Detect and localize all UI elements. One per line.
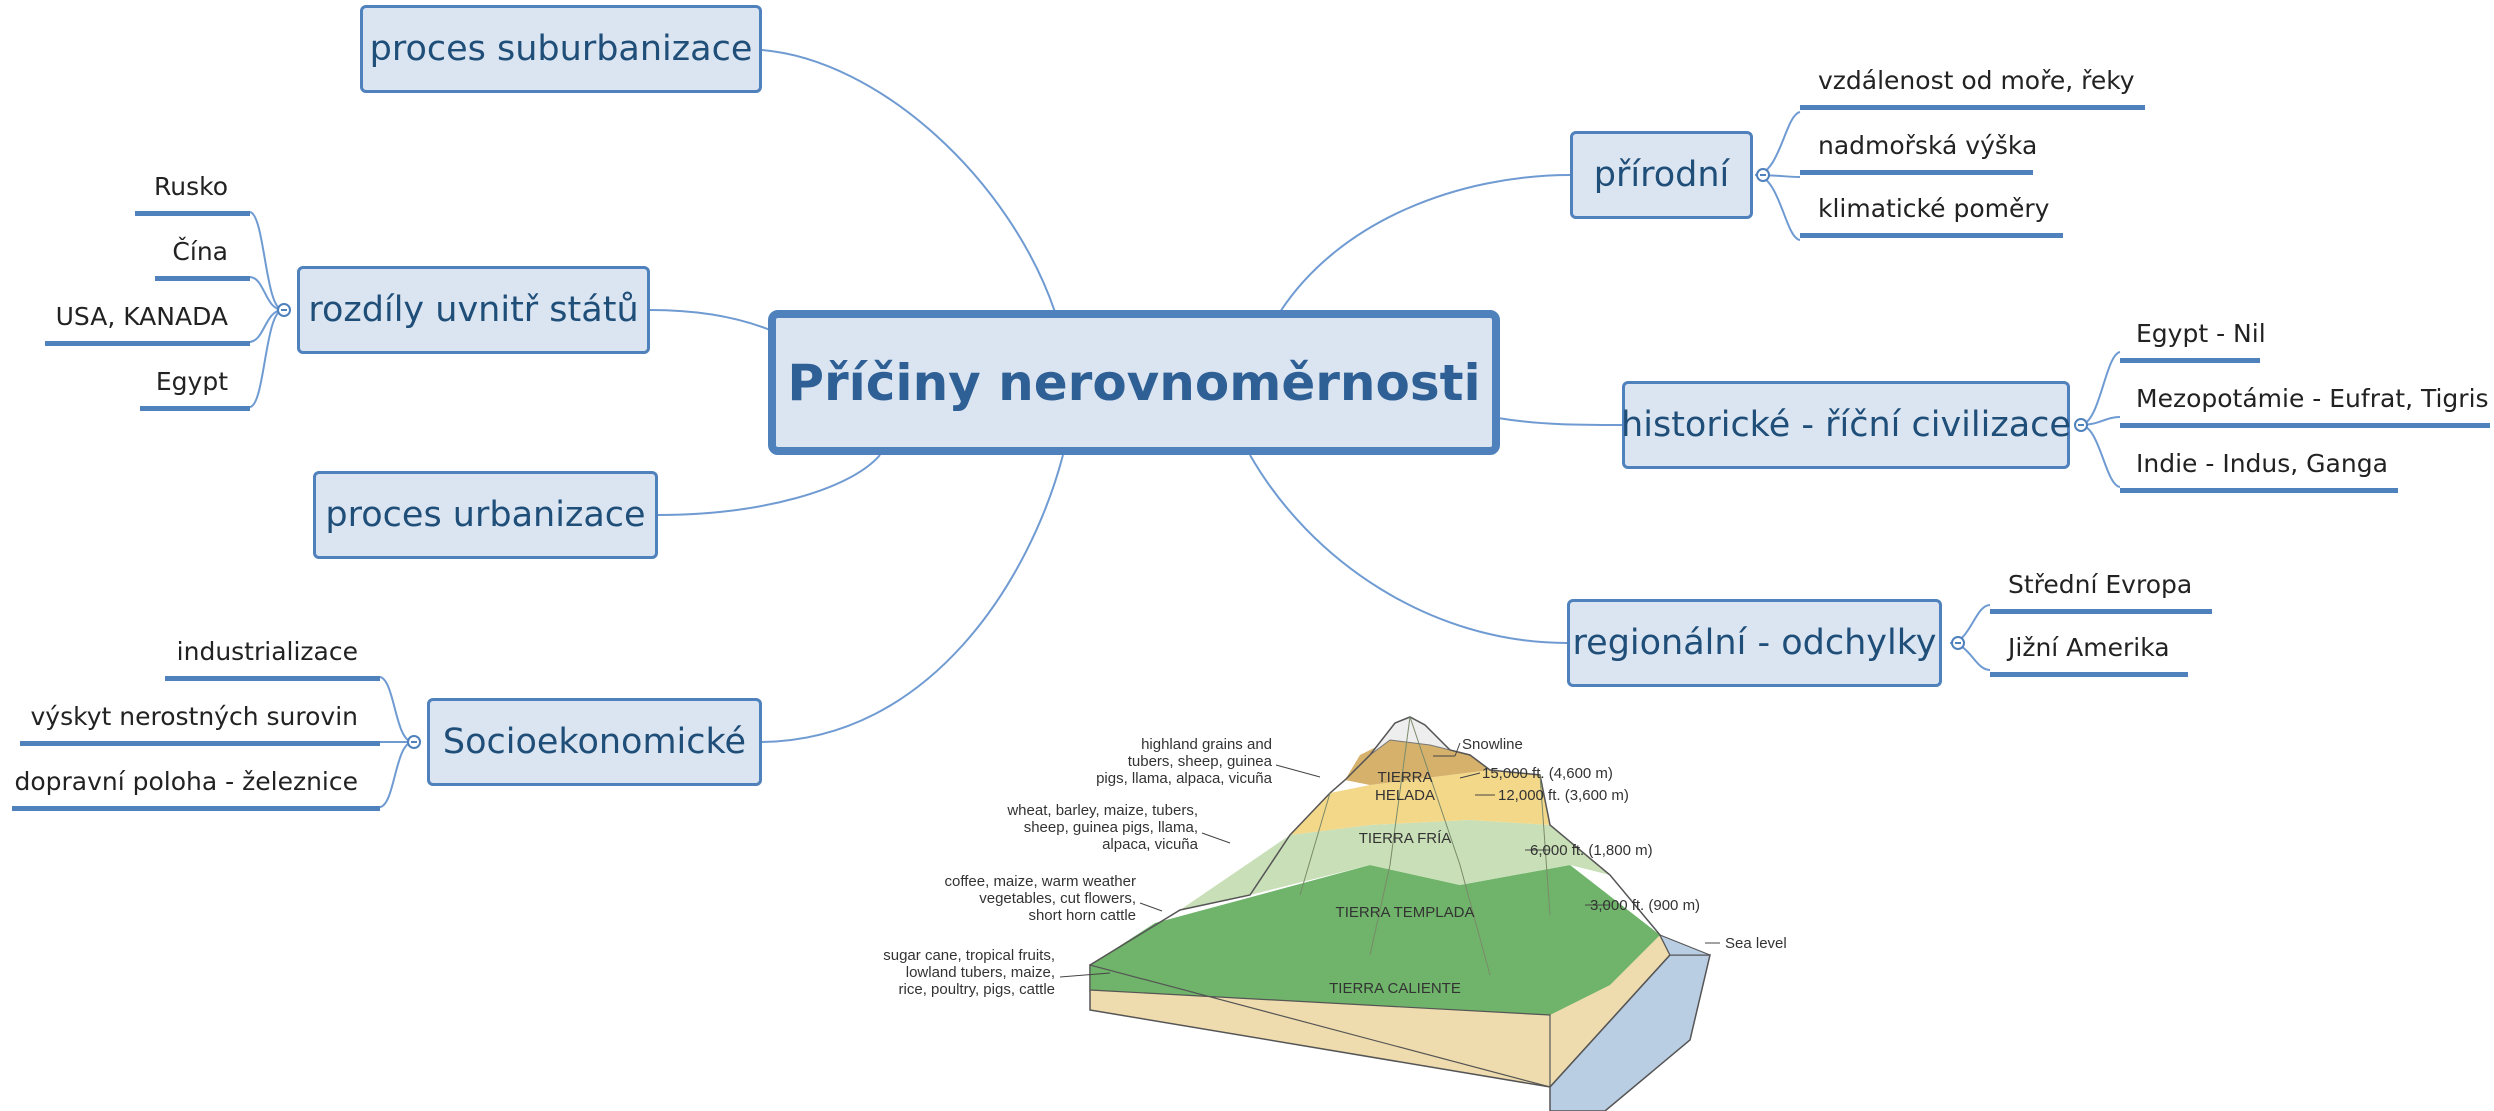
topic-regionalni[interactable]: regionální - odchylky	[1567, 599, 1942, 687]
subtopic-label: vzdálenost od moře, řeky	[1818, 66, 2135, 95]
crop-label: vegetables, cut flowers,	[979, 890, 1136, 907]
subtopic-label: Egypt - Nil	[2136, 319, 2266, 348]
subtopic-prirodni-2[interactable]: nadmořská výška	[1800, 131, 2037, 175]
subtopic-rozdily-2[interactable]: Čína	[155, 237, 250, 281]
subtopic-label: klimatické poměry	[1818, 194, 2050, 223]
subtopic-label: Čína	[172, 237, 228, 266]
elevation-label: Sea level	[1725, 935, 1787, 952]
elevation-label: 6,000 ft. (1,800 m)	[1530, 842, 1653, 859]
topic-suburbanizace[interactable]: proces suburbanizace	[360, 5, 762, 93]
subtopic-label: Egypt	[155, 367, 228, 396]
topic-label: přírodní	[1593, 155, 1730, 195]
topic-label: rozdíly uvnitř států	[308, 290, 639, 330]
connector-regionalni	[1249, 454, 1568, 644]
subtopic-rozdily-4[interactable]: Egypt	[140, 367, 250, 411]
subtopic-rozdily-1[interactable]: Rusko	[135, 172, 250, 216]
subtopic-socioekonomicke-1[interactable]: industrializace	[165, 637, 380, 681]
connector-rozdily	[649, 309, 771, 331]
zone-label: TIERRA FRÍA	[1359, 830, 1452, 847]
topic-label: Socioekonomické	[442, 722, 747, 762]
crop-label: highland grains and	[1141, 736, 1272, 753]
connector-urbanizace	[657, 454, 881, 516]
collapse-toggle-socioekonomicke[interactable]	[407, 735, 421, 749]
subtopic-label: výskyt nerostných surovin	[30, 702, 358, 731]
zone-label: TIERRA	[1377, 769, 1432, 786]
crop-label: wheat, barley, maize, tubers,	[1006, 802, 1198, 819]
subtopic-label: industrializace	[176, 637, 358, 666]
collapse-toggle-historicke[interactable]	[2074, 418, 2088, 432]
subtopic-socioekonomicke-3[interactable]: dopravní poloha - železnice	[12, 767, 380, 811]
topic-rozdily[interactable]: rozdíly uvnitř států	[297, 266, 650, 354]
subtopic-label: Střední Evropa	[2008, 570, 2193, 599]
crop-label: tubers, sheep, guinea	[1128, 753, 1273, 770]
topic-urbanizace[interactable]: proces urbanizace	[313, 471, 658, 559]
subtopic-label: Rusko	[154, 172, 228, 201]
elevation-label: 12,000 ft. (3,600 m)	[1498, 787, 1629, 804]
crop-label: pigs, llama, alpaca, vicuña	[1096, 770, 1273, 787]
collapse-toggle-regionalni[interactable]	[1951, 636, 1965, 650]
connector-prirodni	[1279, 174, 1571, 313]
crop-label: sugar cane, tropical fruits,	[883, 947, 1055, 964]
subtopic-label: dopravní poloha - železnice	[14, 767, 358, 796]
subtopic-historicke-3[interactable]: Indie - Indus, Ganga	[2120, 449, 2398, 493]
subtopic-prirodni-1[interactable]: vzdálenost od moře, řeky	[1800, 66, 2145, 110]
central-topic[interactable]: Příčiny nerovnoměrnosti	[768, 310, 1500, 455]
connector-socioekonomicke	[761, 454, 1064, 743]
connector-suburbanizace	[761, 49, 1056, 313]
subtopic-label: USA, KANADA	[55, 302, 228, 331]
subtopic-historicke-1[interactable]: Egypt - Nil	[2120, 319, 2266, 363]
subtopic-historicke-2[interactable]: Mezopotámie - Eufrat, Tigris	[2120, 384, 2490, 428]
subtopic-regionalni-2[interactable]: Jižní Amerika	[1990, 633, 2188, 677]
altitudinal-zones-illustration: TIERRA HELADA TIERRA FRÍA TIERRA TEMPLAD…	[883, 716, 1787, 1111]
connector-historicke	[1497, 417, 1623, 426]
topic-socioekonomicke[interactable]: Socioekonomické	[427, 698, 762, 786]
elevation-label: Snowline	[1462, 736, 1523, 753]
collapse-toggle-prirodni[interactable]	[1756, 168, 1770, 182]
zone-label: TIERRA CALIENTE	[1329, 980, 1461, 997]
subtopic-rozdily-3[interactable]: USA, KANADA	[45, 302, 250, 346]
subtopic-socioekonomicke-2[interactable]: výskyt nerostných surovin	[20, 702, 380, 746]
subtopic-label: Mezopotámie - Eufrat, Tigris	[2136, 384, 2489, 413]
topic-label: historické - říční civilizace	[1621, 405, 2071, 445]
topic-prirodni[interactable]: přírodní	[1570, 131, 1753, 219]
subtopic-label: Jižní Amerika	[2008, 633, 2170, 662]
topic-label: regionální - odchylky	[1572, 623, 1937, 663]
elevation-label: 3,000 ft. (900 m)	[1590, 897, 1700, 914]
subtopic-label: Indie - Indus, Ganga	[2136, 449, 2388, 478]
collapse-toggle-rozdily[interactable]	[277, 303, 291, 317]
topic-historicke[interactable]: historické - říční civilizace	[1621, 381, 2071, 469]
subtopic-prirodni-3[interactable]: klimatické poměry	[1800, 194, 2063, 238]
crop-label: short horn cattle	[1028, 907, 1136, 924]
subtopic-regionalni-1[interactable]: Střední Evropa	[1990, 570, 2212, 614]
crop-label: lowland tubers, maize,	[906, 964, 1055, 981]
crop-label: sheep, guinea pigs, llama,	[1024, 819, 1198, 836]
crop-label: rice, poultry, pigs, cattle	[899, 981, 1055, 998]
zone-label: HELADA	[1375, 787, 1435, 804]
central-topic-label: Příčiny nerovnoměrnosti	[787, 353, 1481, 412]
elevation-label: 15,000 ft. (4,600 m)	[1482, 765, 1613, 782]
topic-label: proces urbanizace	[325, 495, 646, 535]
zone-label: TIERRA TEMPLADA	[1336, 904, 1475, 921]
crop-label: alpaca, vicuña	[1102, 836, 1199, 853]
topic-label: proces suburbanizace	[369, 29, 753, 69]
subtopic-label: nadmořská výška	[1818, 131, 2038, 160]
crop-label: coffee, maize, warm weather	[945, 873, 1136, 890]
